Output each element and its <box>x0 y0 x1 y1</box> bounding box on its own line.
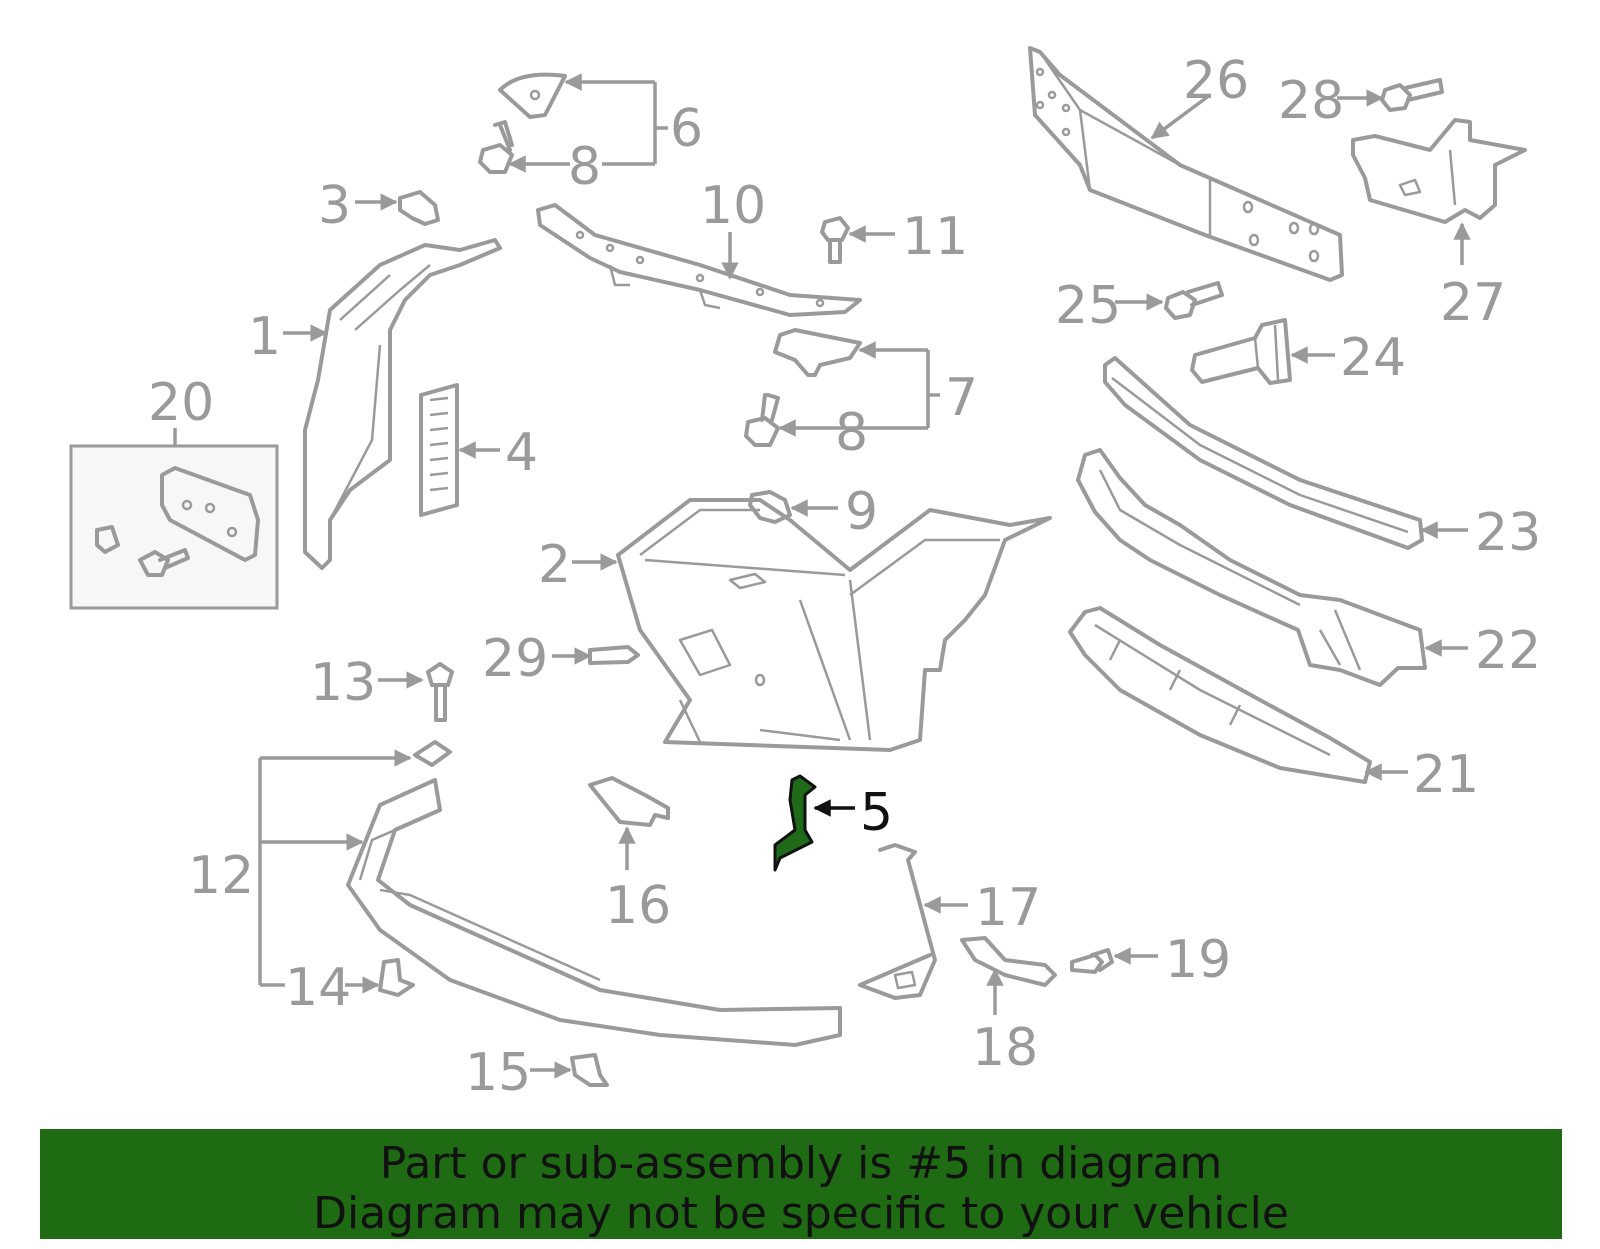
callout-28: 28 <box>1278 71 1344 131</box>
callout-18: 18 <box>972 1018 1038 1078</box>
callout-26: 26 <box>1183 51 1249 111</box>
part-8-bolt-lower <box>744 393 780 447</box>
callout-12: 12 <box>188 846 254 906</box>
part-20-kit-items <box>95 466 260 577</box>
callout-25: 25 <box>1055 276 1121 336</box>
callout-9: 9 <box>845 482 878 542</box>
part-29-seal <box>588 645 640 665</box>
callout-8-lower: 8 <box>835 403 868 463</box>
leader-26 <box>1150 93 1212 140</box>
callout-12-leaders <box>258 749 412 987</box>
part-16-cover <box>588 776 670 827</box>
part-12-clip <box>413 740 452 767</box>
part-14-clip <box>378 958 415 997</box>
part-26-reinforcement <box>1028 46 1344 282</box>
part-25-bolt <box>1164 281 1224 320</box>
part-15-clip <box>570 1053 609 1087</box>
part-17-side-bracket <box>858 843 937 1000</box>
callout-1: 1 <box>248 307 281 367</box>
part-8-bolt-upper <box>478 120 514 174</box>
callout-27: 27 <box>1440 273 1506 333</box>
callout-7-leaders <box>778 341 940 437</box>
part-13-bolt <box>426 662 454 722</box>
callout-2: 2 <box>538 535 571 595</box>
callout-4: 4 <box>505 423 538 483</box>
part-1-side-bracket <box>303 238 502 570</box>
part-2-support <box>616 498 1052 752</box>
callout-5: 5 <box>860 783 893 843</box>
callout-21: 21 <box>1413 745 1479 805</box>
part-3-clip <box>398 190 440 226</box>
part-28-bolt <box>1380 78 1444 112</box>
part-12-lower-brace <box>346 778 842 1047</box>
callout-24: 24 <box>1340 328 1406 388</box>
callout-22: 22 <box>1475 621 1541 681</box>
callout-23: 23 <box>1475 503 1541 563</box>
callout-6: 6 <box>670 99 703 159</box>
callout-11: 11 <box>902 207 968 267</box>
callout-15: 15 <box>465 1043 531 1103</box>
callout-29: 29 <box>482 629 548 689</box>
callout-20: 20 <box>148 373 214 433</box>
callout-3: 3 <box>318 176 351 236</box>
part-18-bracket <box>960 936 1057 987</box>
part-4-pad <box>419 383 459 517</box>
part-6-bracket <box>498 72 567 119</box>
part-27-bracket <box>1351 118 1527 224</box>
info-banner: Part or sub-assembly is #5 in diagram Di… <box>40 1129 1562 1239</box>
part-22-carrier <box>1076 448 1427 687</box>
callout-8-upper: 8 <box>568 137 601 197</box>
callout-7: 7 <box>945 368 978 428</box>
callout-6-leaders <box>508 73 668 173</box>
part-19-screw <box>1070 948 1114 974</box>
callout-13: 13 <box>310 653 376 713</box>
part-10-upper-bar <box>536 203 862 317</box>
part-7-bracket <box>773 328 862 377</box>
callout-19: 19 <box>1165 930 1231 990</box>
part-23-absorber <box>1103 356 1424 550</box>
part-21-lower-absorber <box>1068 606 1372 784</box>
banner-line-1: Part or sub-assembly is #5 in diagram <box>379 1138 1223 1189</box>
part-24-crash-box <box>1190 318 1292 385</box>
callout-17: 17 <box>975 878 1041 938</box>
banner-line-2: Diagram may not be specific to your vehi… <box>313 1188 1289 1239</box>
callout-14: 14 <box>285 958 351 1018</box>
part-11-bolt <box>820 216 850 264</box>
part-5-bracket-highlighted <box>773 774 817 872</box>
callout-16: 16 <box>605 876 671 936</box>
callout-10: 10 <box>700 176 766 236</box>
part-9-clip <box>748 490 792 524</box>
